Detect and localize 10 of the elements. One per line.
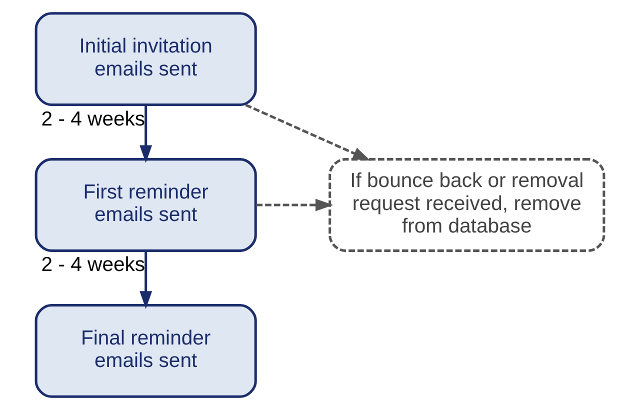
arrow [256, 198, 333, 212]
arrow [139, 250, 152, 309]
arrow [244, 104, 370, 161]
node-box: If bounce back or removal request received, remove from database [328, 158, 605, 252]
node-box: First reminder emails sent [34, 158, 256, 252]
node-box: Initial invitation emails sent [34, 12, 256, 106]
arrow [139, 104, 152, 164]
node-box: Final reminder emails sent [34, 304, 256, 398]
edge-label: 2 - 4 weeks [40, 254, 145, 276]
edge-label: 2 - 4 weeks [40, 108, 145, 130]
